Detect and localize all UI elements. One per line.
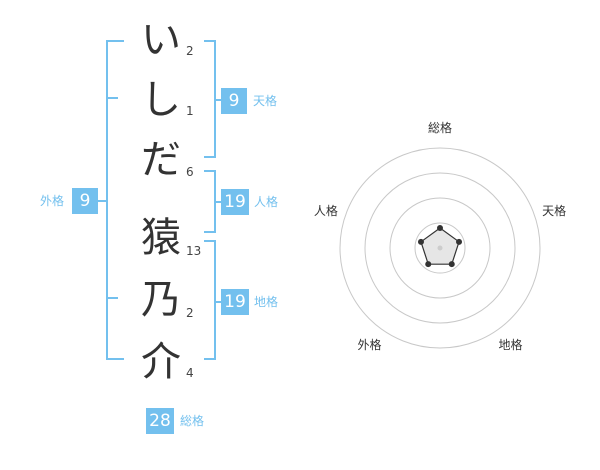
name-char-3: だ — [141, 137, 181, 183]
stroke-count-3: 6 — [186, 165, 194, 179]
chikaku-bracket-tick — [214, 301, 222, 303]
soukaku-label: 総格 — [180, 414, 205, 428]
gaikaku-bracket-tick — [96, 200, 108, 202]
tenkaku-bracket-tick — [214, 99, 222, 101]
name-char-6: 介 — [141, 339, 181, 385]
stroke-count-5: 2 — [186, 306, 194, 320]
radar-axis-label-2: 天格 — [542, 203, 566, 218]
name-char-4: 猿 — [141, 215, 181, 261]
radar-center-point — [437, 245, 443, 251]
chikaku-label: 地格 — [254, 295, 279, 309]
gaikaku-value-box: 9 — [72, 188, 98, 214]
name-char-2: し — [141, 77, 181, 123]
radar-point-3 — [448, 261, 455, 268]
radar-axis-label-5: 人格 — [314, 203, 338, 218]
jinkaku-label: 人格 — [254, 195, 279, 209]
radar-point-1 — [437, 225, 443, 231]
radar-point-5 — [417, 238, 424, 245]
chikaku-bracket — [204, 240, 216, 360]
stroke-count-2: 1 — [186, 104, 194, 118]
bracket-mid-tick-1 — [106, 97, 118, 99]
stroke-count-4: 13 — [186, 244, 202, 258]
radar-point-2 — [456, 238, 463, 245]
stroke-count-6: 4 — [186, 366, 194, 380]
name-char-1: い — [141, 17, 181, 63]
radar-ring — [414, 222, 466, 274]
soukaku-value-box: 28 — [146, 408, 174, 434]
radar-axis-label-4: 外格 — [357, 337, 381, 352]
tenkaku-value-box: 9 — [221, 88, 247, 114]
chikaku-value-box: 19 — [221, 289, 249, 315]
radar-ring — [364, 172, 516, 324]
jinkaku-value-box: 19 — [221, 189, 249, 215]
bracket-mid-tick-2 — [106, 297, 118, 299]
gaikaku-label: 外格 — [40, 194, 65, 208]
jinkaku-bracket-tick — [214, 201, 222, 203]
stroke-count-1: 2 — [186, 44, 194, 58]
gaikaku-bracket — [106, 40, 124, 360]
name-char-5: 乃 — [141, 277, 181, 323]
tenkaku-label: 天格 — [253, 94, 278, 108]
radar-ring — [339, 147, 541, 349]
radar-axis-label-1: 総格 — [428, 120, 452, 135]
radar-axis-label-3: 地格 — [499, 337, 523, 352]
radar-ring — [389, 197, 491, 299]
radar-point-4 — [425, 261, 432, 268]
